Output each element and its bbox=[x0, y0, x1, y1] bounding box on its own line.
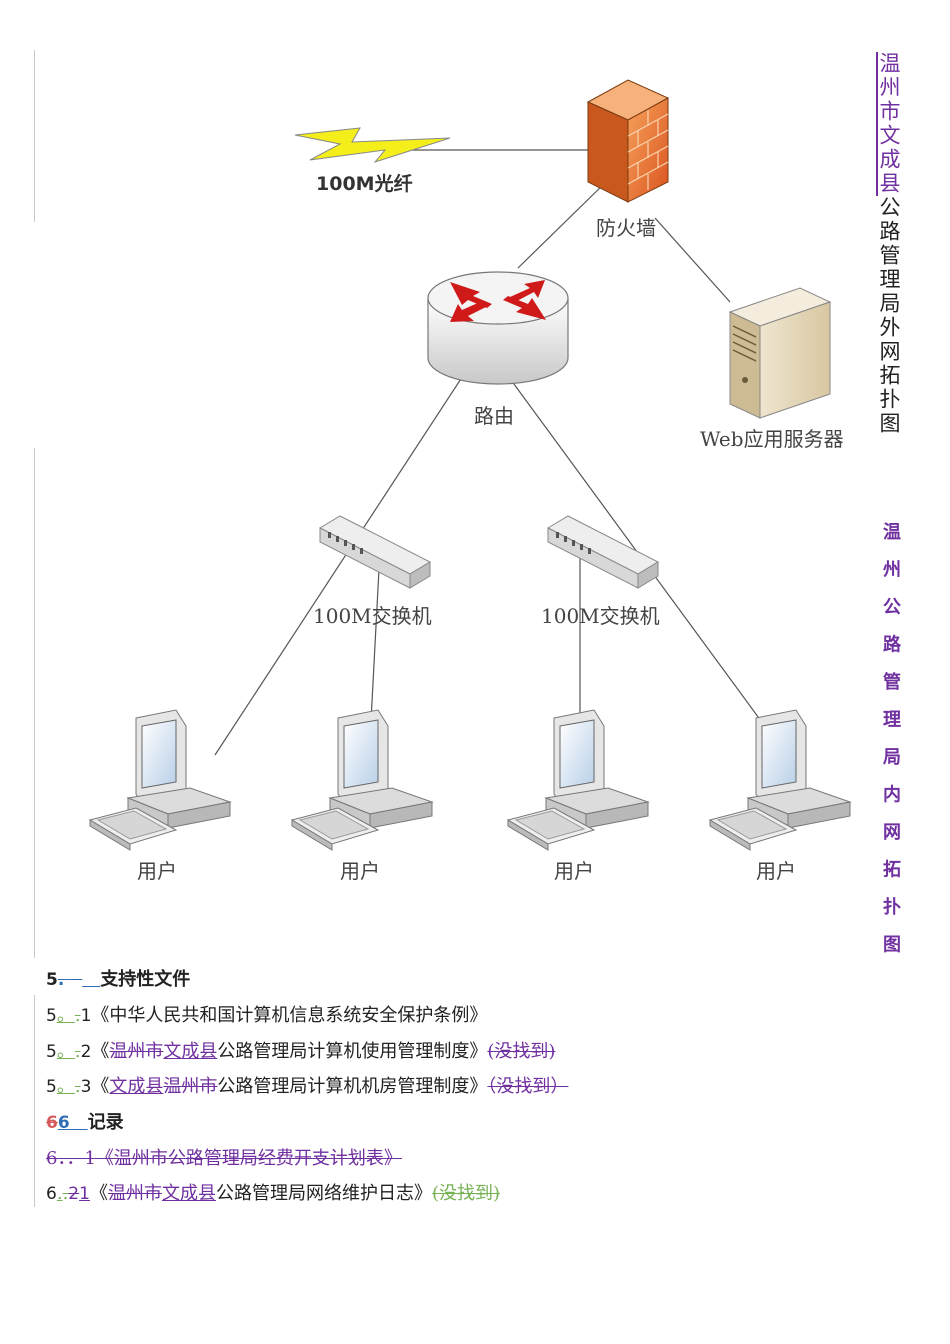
item-5-3: 5。.3《文成县温州市公路管理局计算机机房管理制度》（没找到） bbox=[46, 1076, 569, 1097]
network-topology-diagram: 100M光纤 防火墙 路由 bbox=[88, 79, 852, 883]
deleted-text: 温州市 bbox=[107, 1183, 162, 1204]
deleted-number: 6 bbox=[46, 1113, 58, 1133]
inserted-text: 文成县 bbox=[109, 1076, 164, 1097]
outer-network-caption: 温州市文成县公路管理局外网拓扑图 bbox=[877, 52, 901, 436]
inserted-number: 6 bbox=[57, 1113, 70, 1133]
revision-bar-bottom bbox=[34, 995, 35, 1207]
user-label-2: 用户 bbox=[340, 859, 380, 883]
inserted-mark: 。 bbox=[56, 1041, 75, 1062]
connection-lines bbox=[214, 149, 776, 756]
user-computer-icon-3 bbox=[506, 709, 650, 851]
inserted-mark: . bbox=[56, 1183, 63, 1204]
deleted-mark: . bbox=[74, 1005, 81, 1026]
deleted-number: 2 bbox=[68, 1184, 80, 1204]
item-5-1: 5。.1《中华人民共和国计算机信息系统安全保护条例》 bbox=[46, 1005, 488, 1026]
section-5-title: 支持性文件 bbox=[100, 969, 191, 990]
server-icon bbox=[728, 287, 832, 419]
user-label-3: 用户 bbox=[554, 859, 594, 883]
item-5-2: 5。.2《温州市文成县公路管理局计算机使用管理制度》(没找到) bbox=[46, 1041, 556, 1062]
switch-left-icon bbox=[318, 515, 432, 589]
deleted-note: (没找到) bbox=[487, 1041, 556, 1062]
section-5-heading: 5. 支持性文件 bbox=[46, 969, 191, 990]
deleted-note: （没找到） bbox=[487, 1076, 569, 1097]
deleted-mark: . bbox=[74, 1041, 81, 1062]
deleted-mark: . bbox=[62, 1183, 69, 1204]
revision-bar-middle bbox=[34, 448, 35, 958]
user-computer-icon-2 bbox=[290, 709, 434, 851]
user-computer-icon-4 bbox=[708, 709, 852, 851]
server-label: Web应用服务器 bbox=[700, 427, 844, 451]
caption-inserted-text: 温州市文成县 bbox=[877, 52, 901, 196]
item-6-1-deleted: 6．．1《温州市公路管理局经费开支计划表》 bbox=[46, 1148, 402, 1169]
inserted-text: 文成县 bbox=[161, 1183, 216, 1204]
lightning-bolt-icon bbox=[294, 127, 451, 163]
firewall-icon bbox=[586, 79, 670, 203]
item-5-1-text: 《中华人民共和国计算机信息系统安全保护条例》 bbox=[91, 1005, 488, 1026]
user-label-4: 用户 bbox=[756, 859, 796, 883]
inserted-mark bbox=[82, 969, 100, 990]
deleted-mark: . bbox=[74, 1076, 81, 1097]
user-label-1: 用户 bbox=[137, 859, 177, 883]
inserted-mark: 。 bbox=[56, 1005, 75, 1026]
section-6-heading: 66 记录 bbox=[46, 1111, 124, 1135]
deleted-text: 温州市 bbox=[109, 1041, 164, 1062]
inserted-number: 1 bbox=[79, 1184, 90, 1204]
fiber-label: 100M光纤 bbox=[316, 172, 413, 195]
inserted-text: 文成县 bbox=[163, 1041, 218, 1062]
deleted-note: (没找到) bbox=[431, 1183, 500, 1204]
switch-right-label: 100M交换机 bbox=[541, 604, 660, 628]
inserted-mark: 。 bbox=[56, 1076, 75, 1097]
deleted-mark: . bbox=[57, 970, 65, 990]
deleted-text: 温州市 bbox=[163, 1076, 218, 1097]
switch-right-icon bbox=[546, 515, 660, 589]
router-icon bbox=[427, 271, 569, 385]
section-6-title: 记录 bbox=[87, 1112, 124, 1133]
firewall-label: 防火墙 bbox=[596, 216, 656, 240]
item-6-2: 6..21《温州市文成县公路管理局网络维护日志》(没找到) bbox=[46, 1183, 500, 1204]
user-computer-icon-1 bbox=[88, 709, 232, 851]
caption-text: 公路管理局外网拓扑图 bbox=[877, 196, 901, 436]
switch-left-label: 100M交换机 bbox=[313, 604, 432, 628]
inner-network-caption: 温州公路管理局内网拓扑图 bbox=[880, 522, 901, 972]
revision-bar-top bbox=[34, 50, 35, 222]
router-label: 路由 bbox=[474, 404, 514, 428]
